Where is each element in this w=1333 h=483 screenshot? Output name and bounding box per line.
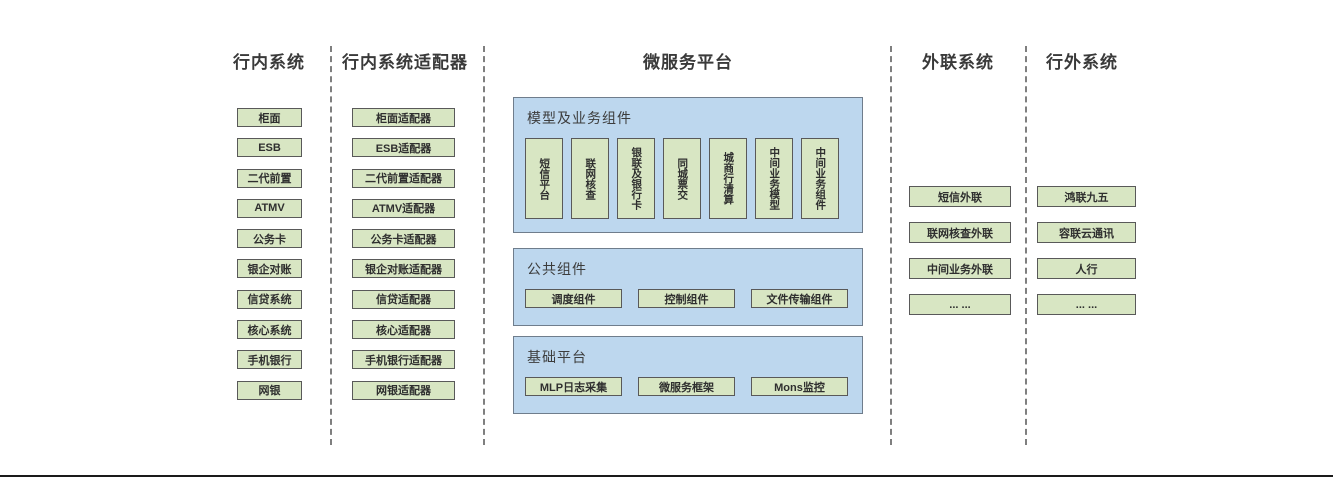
internal-system-box: 公务卡 xyxy=(237,229,302,249)
internal-system-box: 银企对账 xyxy=(237,259,302,279)
external-system-box: 人行 xyxy=(1037,258,1136,279)
internal-system-box: ATMV xyxy=(237,198,302,218)
adapter-box: 公务卡适配器 xyxy=(352,229,455,249)
adapter-box: 二代前置适配器 xyxy=(352,168,455,188)
adapter-box: 柜面适配器 xyxy=(352,108,455,127)
column-title-external-systems: 行外系统 xyxy=(1046,53,1118,72)
internal-system-box: ESB xyxy=(237,138,302,158)
adapter-box: ATMV适配器 xyxy=(352,198,455,218)
base-platform-box: 微服务框架 xyxy=(638,377,735,396)
column-divider-3 xyxy=(890,46,892,445)
external-system-box: ... ... xyxy=(1037,294,1136,315)
external-system-box: 容联云通讯 xyxy=(1037,222,1136,243)
panel-title: 模型及业务组件 xyxy=(527,110,632,126)
common-component-box: 控制组件 xyxy=(638,289,735,308)
column-title-internal-systems: 行内系统 xyxy=(233,53,305,72)
base-platform-row: MLP日志采集 微服务框架 Mons监控 xyxy=(525,377,848,396)
external-systems-list: 鸿联九五 容联云通讯 人行 ... ... xyxy=(1037,186,1136,315)
external-link-box: 短信外联 xyxy=(909,186,1011,207)
adapter-box: 网银适配器 xyxy=(352,380,455,400)
column-title-external-link: 外联系统 xyxy=(922,53,994,72)
panel-title: 公共组件 xyxy=(527,261,587,277)
business-component-box: 同城票交 xyxy=(663,138,701,219)
external-link-box: 联网核查外联 xyxy=(909,222,1011,243)
base-platform-box: Mons监控 xyxy=(751,377,848,396)
column-divider-1 xyxy=(330,46,332,445)
business-component-box: 中间业务组件 xyxy=(801,138,839,219)
adapter-box: ESB适配器 xyxy=(352,138,455,158)
business-component-box: 中间业务模型 xyxy=(755,138,793,219)
external-link-box: ... ... xyxy=(909,294,1011,315)
business-components-row: 短信平台 联网核查 银联及银行卡 同城票交 城商行清算 中间业务模型 中间业务组… xyxy=(525,138,839,219)
internal-system-box: 信贷系统 xyxy=(237,289,302,309)
internal-system-box: 网银 xyxy=(237,380,302,400)
business-component-box: 联网核查 xyxy=(571,138,609,219)
adapter-box: 核心适配器 xyxy=(352,320,455,340)
common-component-box: 调度组件 xyxy=(525,289,622,308)
business-component-box: 银联及银行卡 xyxy=(617,138,655,219)
external-system-box: 鸿联九五 xyxy=(1037,186,1136,207)
adapters-list: 柜面适配器 ESB适配器 二代前置适配器 ATMV适配器 公务卡适配器 银企对账… xyxy=(352,108,455,400)
column-divider-2 xyxy=(483,46,485,445)
business-component-box: 城商行清算 xyxy=(709,138,747,219)
internal-systems-list: 柜面 ESB 二代前置 ATMV 公务卡 银企对账 信贷系统 核心系统 手机银行… xyxy=(237,108,302,400)
panel-common-components: 公共组件 调度组件 控制组件 文件传输组件 xyxy=(513,248,863,326)
column-title-adapters: 行内系统适配器 xyxy=(342,53,468,72)
bottom-rule xyxy=(0,475,1333,477)
common-component-box: 文件传输组件 xyxy=(751,289,848,308)
internal-system-box: 手机银行 xyxy=(237,350,302,370)
panel-model-business-components: 模型及业务组件 短信平台 联网核查 银联及银行卡 同城票交 城商行清算 中间业务… xyxy=(513,97,863,233)
panel-title: 基础平台 xyxy=(527,349,587,365)
adapter-box: 银企对账适配器 xyxy=(352,259,455,279)
common-components-row: 调度组件 控制组件 文件传输组件 xyxy=(525,289,848,308)
column-divider-4 xyxy=(1025,46,1027,445)
external-link-box: 中间业务外联 xyxy=(909,258,1011,279)
adapter-box: 手机银行适配器 xyxy=(352,350,455,370)
external-link-list: 短信外联 联网核查外联 中间业务外联 ... ... xyxy=(909,186,1011,315)
internal-system-box: 柜面 xyxy=(237,108,302,127)
base-platform-box: MLP日志采集 xyxy=(525,377,622,396)
column-title-microservice-platform: 微服务平台 xyxy=(643,53,733,72)
business-component-box: 短信平台 xyxy=(525,138,563,219)
adapter-box: 信贷适配器 xyxy=(352,289,455,309)
internal-system-box: 核心系统 xyxy=(237,320,302,340)
panel-base-platform: 基础平台 MLP日志采集 微服务框架 Mons监控 xyxy=(513,336,863,414)
internal-system-box: 二代前置 xyxy=(237,168,302,188)
